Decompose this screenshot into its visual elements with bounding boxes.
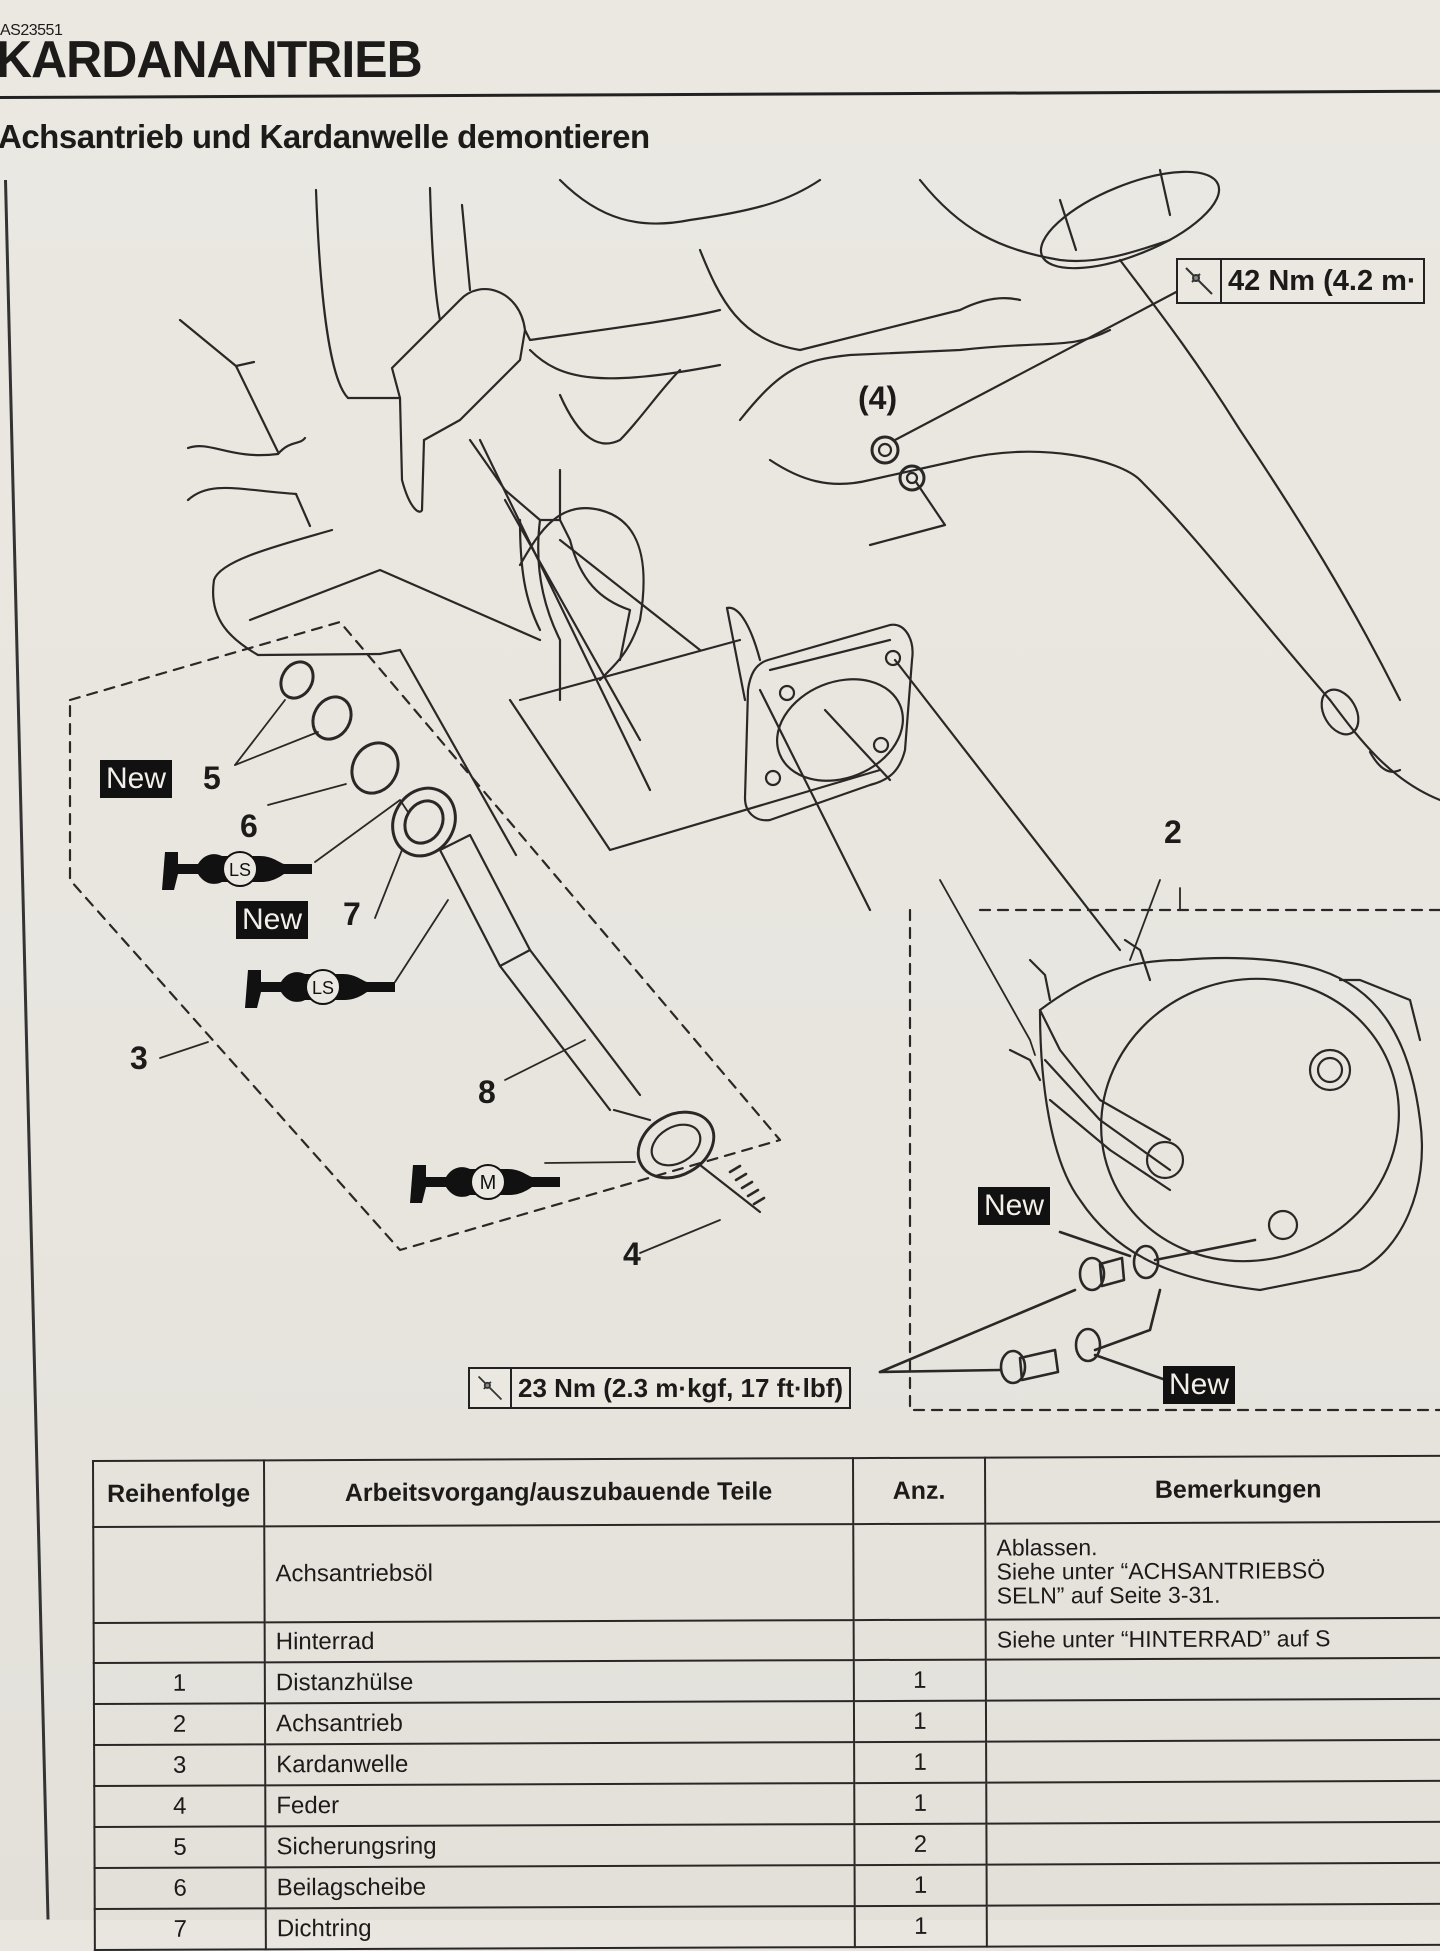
- new-badge: New: [1163, 1366, 1236, 1404]
- cell-quantity: [853, 1619, 986, 1661]
- table-row: 5 Sicherungsring 2: [94, 1821, 1440, 1868]
- cell-sequence: [93, 1526, 265, 1623]
- cell-remarks: Siehe unter “HINTERRAD” auf S: [985, 1617, 1440, 1660]
- cell-sequence: 1: [93, 1662, 265, 1704]
- torque-wrench-icon: [1178, 260, 1222, 302]
- lube-label: LS: [229, 860, 251, 880]
- torque-value: 42 Nm (4.2 m·: [1228, 264, 1417, 297]
- table-row: Achsantriebsöl Ablassen. Siehe unter “AC…: [93, 1521, 1440, 1623]
- table-row: 3 Kardanwelle 1: [94, 1739, 1440, 1786]
- new-badge: New: [236, 901, 309, 939]
- document-code: AS23551: [0, 22, 63, 39]
- cell-remarks: [986, 1739, 1440, 1783]
- cell-sequence: 3: [94, 1744, 266, 1786]
- flange: [725, 606, 1122, 952]
- frame-outline: [178, 168, 1440, 912]
- bolt-4-washer: [868, 288, 1182, 547]
- rings: [279, 660, 457, 858]
- torque-spec-upper: 42 Nm (4.2 m·: [1176, 258, 1425, 304]
- cell-remarks: [986, 1862, 1440, 1906]
- callout-6: 6: [240, 808, 258, 844]
- cell-sequence: 6: [94, 1867, 266, 1909]
- cell-quantity: 1: [853, 1741, 987, 1784]
- table-row: 6 Beilagscheibe 1: [94, 1862, 1440, 1909]
- cell-quantity: 2: [854, 1823, 987, 1866]
- callout-4-bolt: (4): [858, 380, 898, 416]
- torque-wrench-icon: [470, 1369, 512, 1407]
- cell-part: Achsantriebsöl: [264, 1524, 854, 1623]
- cell-sequence: [93, 1622, 265, 1663]
- cell-part: Hinterrad: [264, 1620, 854, 1663]
- cell-part: Dichtring: [265, 1906, 855, 1950]
- exploded-view-diagram: [68, 168, 1440, 1412]
- header-parts: Arbeitsvorgang/auszubauende Teile: [264, 1458, 853, 1527]
- grease-gun-icon: LS: [160, 844, 315, 897]
- cell-sequence: 5: [94, 1826, 266, 1868]
- cell-remarks: [986, 1903, 1440, 1947]
- cell-quantity: 1: [854, 1905, 988, 1948]
- table-row: 4 Feder 1: [94, 1780, 1440, 1827]
- torque-value: 23 Nm (2.3 m·kgf, 17 ft·lbf): [518, 1372, 844, 1403]
- cell-sequence: 7: [94, 1908, 266, 1950]
- table-row: 1 Distanzhülse 1: [93, 1657, 1440, 1704]
- callout-5: 5: [203, 760, 221, 796]
- cell-remarks: Ablassen. Siehe unter “ACHSANTRIEBSÖ SEL…: [985, 1521, 1440, 1620]
- shaft-group-outline: [68, 620, 1440, 1412]
- callout-4: 4: [623, 1236, 641, 1272]
- cell-remarks: [986, 1698, 1440, 1742]
- callout-8: 8: [478, 1074, 496, 1110]
- cell-remarks: [986, 1821, 1440, 1865]
- cell-part: Beilagscheibe: [265, 1865, 855, 1909]
- lube-label: LS: [312, 978, 334, 998]
- cell-part: Sicherungsring: [265, 1824, 855, 1868]
- cell-sequence: 4: [94, 1785, 266, 1827]
- leader-lines: [159, 699, 1181, 1254]
- table-row: 2 Achsantrieb 1: [93, 1698, 1440, 1745]
- header-remarks: Bemerkungen: [985, 1455, 1440, 1524]
- cell-part: Kardanwelle: [265, 1742, 854, 1786]
- callout-2: 2: [1164, 814, 1182, 850]
- cell-quantity: 1: [853, 1700, 987, 1743]
- cell-quantity: 1: [853, 1659, 987, 1702]
- grease-gun-icon: M: [408, 1157, 563, 1210]
- title-divider: [0, 89, 1440, 99]
- cell-part: Achsantrieb: [264, 1701, 854, 1745]
- callout-7: 7: [343, 896, 361, 932]
- cell-remarks: [986, 1780, 1440, 1824]
- new-badge: New: [100, 760, 173, 798]
- new-badge: New: [978, 1187, 1051, 1225]
- lube-label: M: [480, 1172, 497, 1194]
- disassembly-table: Reihenfolge Arbeitsvorgang/auszubauende …: [92, 1455, 1440, 1951]
- table-row: Hinterrad Siehe unter “HINTERRAD” auf S: [93, 1617, 1440, 1663]
- final-drive: [1008, 938, 1424, 1292]
- cell-quantity: [852, 1523, 986, 1621]
- header-sequence: Reihenfolge: [93, 1460, 265, 1527]
- cardan-shaft: [438, 833, 762, 1214]
- cell-part: Feder: [265, 1783, 855, 1827]
- section-title: Achsantrieb und Kardanwelle demontieren: [0, 118, 650, 155]
- table-row: 7 Dichtring 1: [94, 1903, 1440, 1950]
- torque-spec-lower: 23 Nm (2.3 m·kgf, 17 ft·lbf): [468, 1367, 852, 1409]
- callout-3: 3: [130, 1040, 148, 1076]
- spring: [728, 1164, 766, 1206]
- cell-sequence: 2: [93, 1703, 266, 1745]
- cell-remarks: [985, 1657, 1440, 1701]
- cell-part: Distanzhülse: [264, 1660, 854, 1704]
- cell-quantity: 1: [853, 1782, 987, 1825]
- chapter-title: KARDANANTRIEB: [0, 31, 423, 89]
- cell-quantity: 1: [854, 1864, 987, 1907]
- grease-gun-icon: LS: [243, 962, 398, 1015]
- table-header-row: Reihenfolge Arbeitsvorgang/auszubauende …: [93, 1455, 1440, 1527]
- header-quantity: Anz.: [852, 1457, 986, 1525]
